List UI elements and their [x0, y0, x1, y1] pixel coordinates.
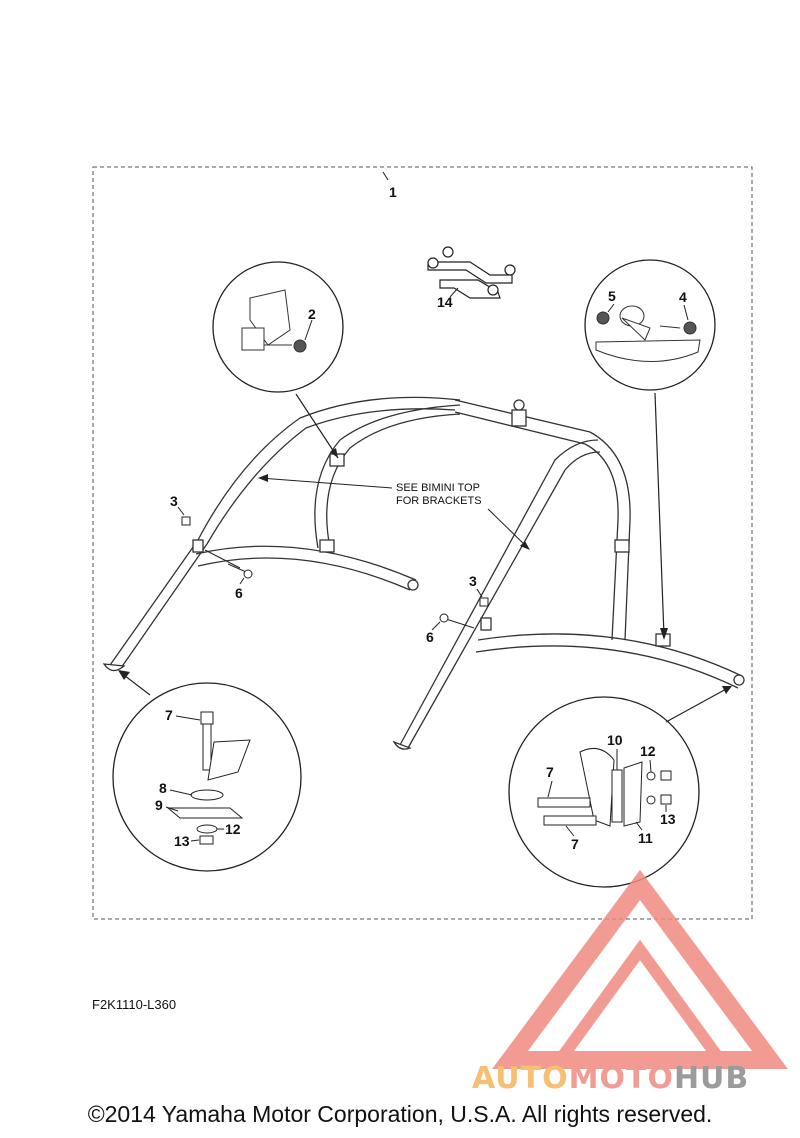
- callout-kit: 1: [389, 184, 397, 200]
- mount-hardware-right: [537, 747, 672, 827]
- callout-bottom-right-bolt-a: 7: [546, 764, 554, 780]
- detail-circle-lower-left: [112, 682, 302, 872]
- callout-knob-right: 4: [679, 289, 687, 305]
- watermark-part-2: MOTO: [569, 1061, 674, 1096]
- callout-bottom-right-plate: 11: [638, 830, 653, 846]
- bracket-part: [427, 246, 516, 299]
- watermark-part-3: HUB: [674, 1061, 749, 1096]
- callout-bracket: 14: [437, 294, 453, 310]
- callout-knob-right-b: 5: [608, 288, 616, 304]
- callout-bottom-left-plate: 9: [155, 797, 163, 813]
- callout-bottom-right-washer: 12: [640, 743, 656, 759]
- knob-clamp-detail: [241, 289, 307, 353]
- tower-frame: [102, 396, 745, 750]
- callout-bolt-left: 6: [235, 585, 243, 601]
- diagram-code: F2K1110-L360: [92, 997, 176, 1012]
- bolt-right: [439, 613, 475, 629]
- kit-boundary: [92, 166, 753, 920]
- callout-cap-left: 3: [170, 493, 178, 509]
- callout-cap-right: 3: [469, 573, 477, 589]
- watermark-logo: AUTOMOTOHUB: [472, 869, 788, 1096]
- svg-text:AUTOMOTOHUB: AUTOMOTOHUB: [472, 1061, 749, 1096]
- callout-bottom-left-bolt: 7: [165, 707, 173, 723]
- callout-bottom-right-nut: 13: [660, 811, 676, 827]
- callout-bottom-left-washer: 8: [159, 780, 167, 796]
- watermark-part-1: AUTO: [472, 1061, 569, 1096]
- callout-bottom-left-nut: 13: [174, 833, 190, 849]
- callout-knob-left: 2: [308, 306, 316, 322]
- mount-hardware-left: [166, 711, 251, 845]
- knob-pair-detail: [595, 305, 701, 363]
- copyright-notice: ©2014 Yamaha Motor Corporation, U.S.A. A…: [87, 1101, 713, 1127]
- callout-bottom-right-spacer: 10: [607, 732, 623, 748]
- note-line-2: FOR BRACKETS: [396, 495, 482, 507]
- callout-bottom-right-bolt-b: 7: [571, 836, 579, 852]
- callout-bottom-left-washer2: 12: [225, 821, 241, 837]
- bolt-left: [227, 563, 253, 579]
- note-line-1: SEE BIMINI TOP: [396, 482, 480, 494]
- callout-bolt-right: 6: [426, 629, 434, 645]
